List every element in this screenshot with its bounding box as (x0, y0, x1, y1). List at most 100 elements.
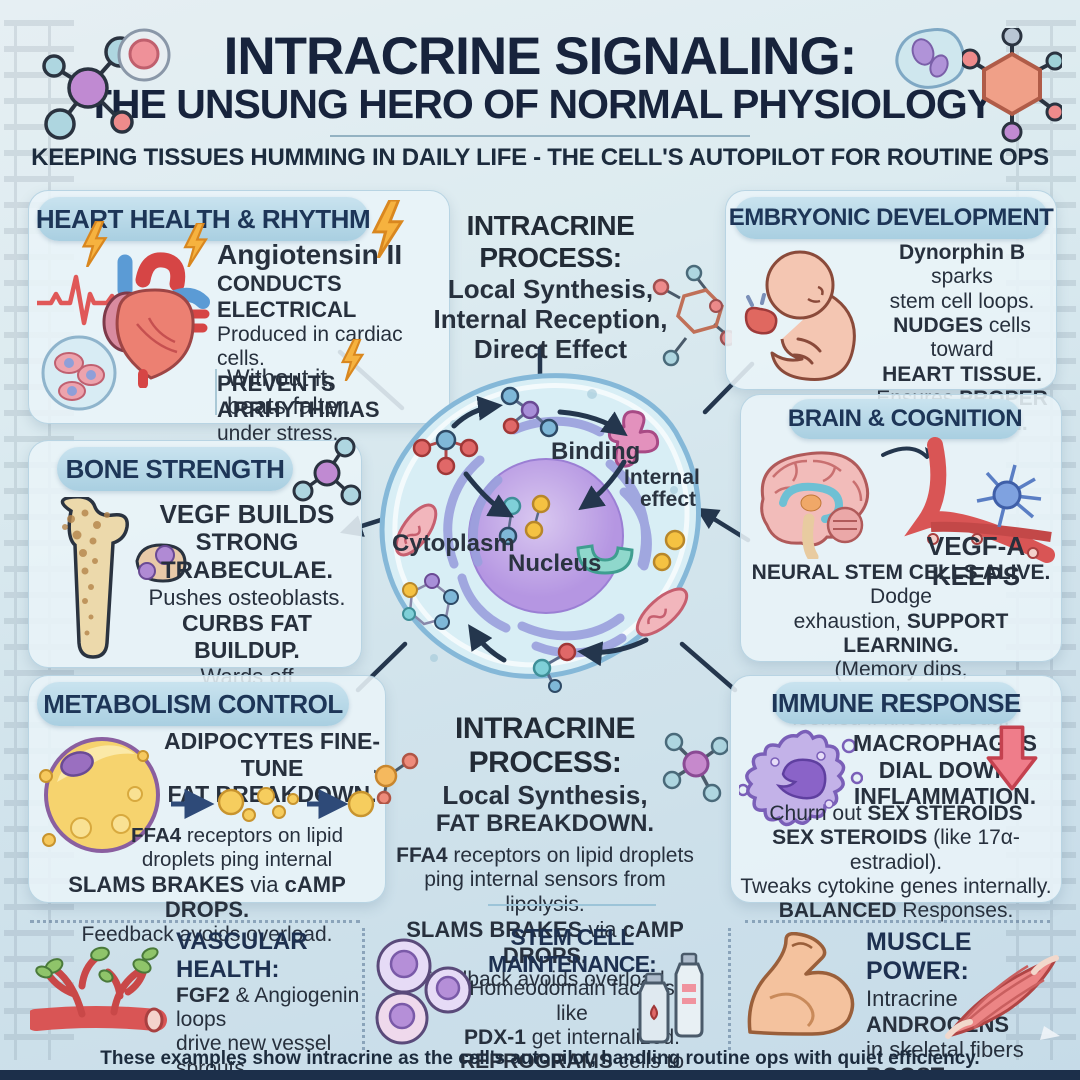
text-line: HEART TISSUE. (882, 362, 1042, 386)
label-internal-effect-2: effect (640, 488, 697, 511)
panel-bone-title: BONE STRENGTH (57, 447, 293, 491)
lightning-bolt-icon (371, 200, 405, 258)
effector-icon (576, 544, 634, 575)
metabolism-text-bottom: FFA4 receptors on lipid droplets ping in… (37, 824, 377, 947)
dotted-divider (30, 920, 360, 923)
lightning-bolt-icon (183, 223, 209, 267)
text-line: FAT BREAKDOWN. (435, 810, 655, 838)
page-subtitle-line: THE UNSUNG HERO OF NORMAL PHYSIOLOGY (86, 81, 994, 127)
text-line: FFA4 receptors on lipid (131, 824, 343, 847)
dotted-divider-vertical (362, 928, 365, 1050)
text-line: FFA4 receptors on lipid droplets (396, 843, 694, 867)
down-arrow-icon (986, 725, 1038, 791)
panel-embryonic-title: EMBRYONIC DEVELOPMENT (729, 197, 1054, 239)
text-line: PREVENTS ARRHYTHMIAS (217, 371, 380, 422)
molecule-icon (662, 732, 728, 803)
text-line: SLAMS BRAKES via cAMP DROPS. (68, 871, 346, 923)
text-line: INFLAMMATION. (853, 783, 1037, 810)
text-line: NUDGES cells toward (893, 314, 1031, 362)
label-cytoplasm: Cytoplasm (392, 530, 515, 557)
panel-immune: IMMUNE RESPONSE MACROPHAGES DIAL DOWN IN… (730, 675, 1062, 922)
brain-icon (760, 451, 870, 559)
label-nucleus: Nucleus (508, 550, 602, 577)
tagline: KEEPING TISSUES HUMMING IN DAILY LIFE - … (31, 144, 1049, 171)
dotted-divider-vertical (728, 928, 731, 1050)
panel-metabolism-title: METABOLISM CONTROL (37, 682, 349, 726)
hexagon-molecule-icon (962, 28, 1062, 143)
muscle-fiber-icon (945, 955, 1060, 1040)
text-line: Dynorphin B sparks (899, 241, 1025, 289)
lightning-bolt-icon (81, 221, 108, 267)
text-line: VEGF BUILDS (159, 499, 335, 529)
panel-heart-health: HEART HEALTH & RHYTHM (28, 190, 450, 445)
text-line: ADIPOCYTES FINE-TUNE (164, 728, 380, 781)
vessel-sprout-icon (30, 946, 167, 1033)
muscle-title: MUSCLE POWER: (866, 928, 972, 985)
molecule-icon (292, 437, 361, 506)
text-line: Local Synthesis, (442, 780, 648, 810)
text-line: STRONG TRABECULAE. (161, 529, 333, 584)
label-internal-effect-1: Internal (624, 466, 700, 489)
immune-text-bottom: Churn out SEX STEROIDS SEX STEROIDS (lik… (735, 802, 1057, 924)
text-line: exhaustion, SUPPORT LEARNING. (793, 609, 1009, 658)
macrophage-icon (739, 729, 863, 827)
panel-bone: BONE STRENGTH VEGF BU (28, 437, 362, 714)
text-line: in skeletal fibers (866, 1037, 1024, 1063)
ecg-icon (37, 274, 129, 326)
dotted-divider (745, 920, 1050, 923)
molecule-icon (42, 36, 136, 140)
text-line: Churn out SEX STEROIDS (769, 802, 1023, 825)
text-line: NEURAL STEM CELLS ALIVE. Dodge (751, 561, 1051, 609)
osteoblast-icon (135, 543, 187, 583)
flexed-arm-icon (747, 932, 855, 1036)
bone-icon (60, 497, 129, 659)
benzene-molecule-icon (652, 264, 732, 367)
text-line: Feedback avoids overload. (81, 922, 333, 946)
text-line: ping internal sensors from lipolysis. (424, 868, 666, 916)
adipocyte-icon (39, 737, 160, 853)
note-divider (215, 369, 217, 415)
text-line: Tweaks cytokine genes internally. (740, 875, 1052, 899)
lipolysis-droplets-icon (171, 787, 375, 822)
text-line: under stress. (217, 422, 339, 446)
panel-immune-title: IMMUNE RESPONSE (771, 682, 1021, 724)
panel-brain: BRAIN & COGNITION VEGF-A KEEPS N (740, 394, 1062, 730)
text-line: stem cell loops. (889, 289, 1035, 313)
text-line: CONDUCTS ELECTRICAL (217, 271, 357, 322)
text-line: Without it, (227, 365, 334, 392)
receptor-icon (607, 410, 660, 468)
mitochondrion-icon (394, 503, 689, 637)
vascular-title: VASCULAR HEALTH: (176, 928, 308, 983)
text-line: CURBS FAT BUILDUP. (182, 610, 312, 663)
text-line: Feedback avoids overload. (419, 968, 671, 992)
vessel-neuron-icon (881, 437, 1055, 563)
fetus-icon (744, 250, 856, 381)
footer-caption: These examples show intracrine as the ce… (100, 1048, 980, 1069)
cell-icon (117, 28, 171, 82)
heart-icon (102, 252, 210, 388)
text-line: beats falter. (227, 392, 352, 420)
label-binding: Binding (551, 438, 641, 465)
panel-embryonic: EMBRYONIC DEVELOPMENT Dynorphin B sparks… (725, 190, 1057, 435)
thin-divider (488, 904, 656, 906)
footer-bar (0, 1070, 1080, 1080)
page-title: INTRACRINE SIGNALING: (223, 27, 858, 86)
text-line: BALANCED Responses. (778, 899, 1014, 923)
cardiac-cells-icon (41, 335, 117, 411)
title-divider (330, 135, 750, 137)
stem-cell-title: STEM CELL MAINTENANCE: (488, 924, 657, 977)
text-line: VEGF-A KEEPS (926, 531, 1026, 592)
stem-cells-icon (375, 938, 472, 1045)
process-top: INTRACRINE PROCESS: Local Synthesis, Int… (408, 210, 693, 364)
text-line: Angiotensin II (217, 239, 403, 270)
process-bottom: INTRACRINE PROCESS: Local Synthesis, FAT… (385, 712, 705, 992)
heart-text: Angiotensin II CONDUCTS ELECTRICAL Produ… (217, 239, 447, 447)
text-line: Direct Effect (473, 334, 628, 365)
text-line: droplets ping internal (141, 847, 333, 871)
molecule-icon (374, 752, 419, 804)
text-line: SLAMS BRAKES via cAMP DROPS. (406, 917, 684, 968)
insulin-vials-icon (638, 952, 704, 1044)
panel-brain-title: BRAIN & COGNITION (788, 399, 1023, 439)
panel-metabolism: METABOLISM CONTROL ADIPOCYTES FINE-TUNE … (28, 675, 386, 946)
